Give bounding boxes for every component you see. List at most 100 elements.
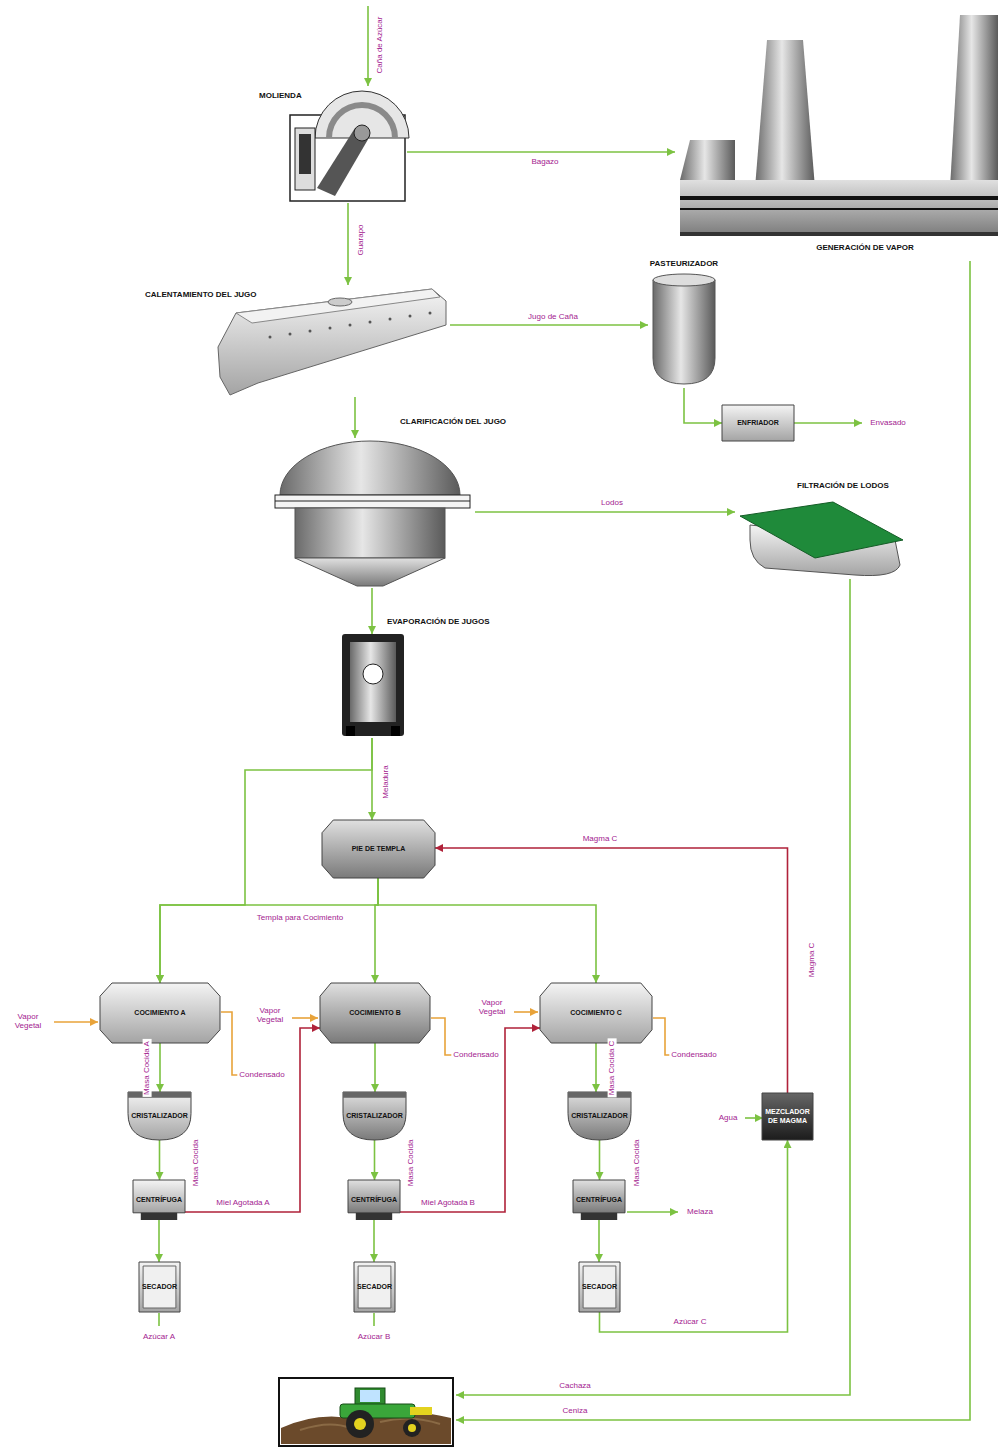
stream-label: Masa Cocida C <box>608 1039 617 1098</box>
mill-machine: MOLIENDA <box>255 88 407 203</box>
stream-label: Vapor Vegetal <box>248 1007 292 1025</box>
stream-label: Magma C <box>581 835 620 844</box>
stream-label: Condensado <box>451 1051 500 1060</box>
process-stream <box>407 151 675 153</box>
mill-machine-shape <box>255 88 407 203</box>
mud-filter: FILTRACIÓN DE LODOS <box>735 480 910 578</box>
process-stream <box>374 1140 376 1180</box>
cooler-box: ENFRIADOR <box>722 405 794 441</box>
node-heading: CALENTAMIENTO DEL JUGO <box>145 291 257 300</box>
field-tractor <box>279 1378 453 1446</box>
node-label: CRISTALIZADOR <box>571 1112 628 1120</box>
dryer: SECADOR <box>139 1262 180 1312</box>
stream-label: Miel Agotada B <box>419 1199 477 1208</box>
stream-label: Agua <box>717 1114 740 1123</box>
stream-label: Masa Cocida <box>192 1138 201 1189</box>
node-label: CENTRÍFUGA <box>576 1196 622 1204</box>
node-heading: GENERACIÓN DE VAPOR <box>816 244 914 253</box>
process-stream <box>374 1043 376 1092</box>
stream-label: Azúcar A <box>141 1333 177 1342</box>
process-stream <box>159 1043 161 1092</box>
stream-label: Masa Cocida <box>407 1138 416 1189</box>
mud-filter-shape <box>735 480 910 578</box>
process-stream <box>159 1140 161 1180</box>
node-label: COCIMIENTO B <box>349 1009 401 1017</box>
process-stream <box>354 397 356 438</box>
stream-label: Azúcar C <box>672 1318 709 1327</box>
stream-label: Meladura <box>382 763 391 800</box>
node-label: COCIMIENTO C <box>570 1009 622 1017</box>
stream-label: Melaza <box>685 1208 715 1217</box>
stream-label: Condensado <box>669 1051 718 1060</box>
juice-heater: CALENTAMIENTO DEL JUGO <box>140 285 450 397</box>
recycle-stream <box>400 1028 540 1212</box>
recycle-stream <box>185 1028 320 1212</box>
process-stream <box>378 878 596 983</box>
node-label: CENTRÍFUGA <box>136 1196 182 1204</box>
node-label: CRISTALIZADOR <box>346 1112 403 1120</box>
node-label: SECADOR <box>142 1283 177 1291</box>
stream-label: Ceniza <box>561 1407 590 1416</box>
node-heading: FILTRACIÓN DE LODOS <box>797 482 889 491</box>
node-label: CENTRÍFUGA <box>351 1196 397 1204</box>
clarifier-tank: CLARIFICACIÓN DEL JUGO <box>275 438 475 588</box>
node-label: COCIMIENTO A <box>134 1009 185 1017</box>
node-label: PIE DE TEMPLA <box>352 845 406 853</box>
stream-label: Vapor Vegetal <box>470 999 514 1017</box>
process-stream <box>373 1220 375 1262</box>
seed-pan: PIE DE TEMPLA <box>322 820 435 878</box>
vacuum-pan: COCIMIENTO A <box>100 983 220 1043</box>
juice-heater-shape <box>140 285 450 397</box>
crystallizer: CRISTALIZADOR <box>128 1092 191 1140</box>
stream-label: Jugo de Caña <box>526 313 580 322</box>
node-heading: CLARIFICACIÓN DEL JUGO <box>400 418 506 427</box>
node-label: SECADOR <box>357 1283 392 1291</box>
pasteurizer-tank-shape <box>648 258 720 388</box>
process-stream <box>598 1220 600 1262</box>
node-label: ENFRIADOR <box>737 419 779 427</box>
stream-label: Cachaza <box>557 1382 593 1391</box>
node-heading: MOLIENDA <box>259 92 302 101</box>
magma-mixer: MEZCLADOR DE MAGMA <box>762 1093 813 1140</box>
process-stream <box>595 1043 597 1092</box>
centrifuge: CENTRÍFUGA <box>133 1180 185 1220</box>
node-label: SECADOR <box>582 1283 617 1291</box>
stream-label: Lodos <box>599 499 625 508</box>
process-stream <box>347 203 349 285</box>
clarifier-tank-shape <box>275 438 475 588</box>
stream-label: Guarapo <box>357 222 366 257</box>
boiler-plant: GENERACIÓN DE VAPOR <box>675 10 998 260</box>
node-heading: PASTEURIZADOR <box>650 260 718 269</box>
evaporator-shape <box>340 634 406 738</box>
process-stream <box>450 324 648 326</box>
process-stream <box>599 1140 601 1180</box>
dryer: SECADOR <box>354 1262 395 1312</box>
stream-label: Bagazo <box>529 158 560 167</box>
process-stream <box>600 1140 788 1332</box>
stream-label: Caña de Azúcar <box>376 15 385 76</box>
stream-label: Magma C <box>808 941 817 980</box>
pasteurizer-tank: PASTEURIZADOR <box>648 258 720 388</box>
evaporator: EVAPORACIÓN DE JUGOS <box>340 634 406 738</box>
stream-label: Azúcar B <box>356 1333 392 1342</box>
node-heading: EVAPORACIÓN DE JUGOS <box>387 618 490 627</box>
centrifuge: CENTRÍFUGA <box>348 1180 400 1220</box>
process-stream <box>371 588 373 634</box>
stream-label: Envasado <box>868 419 908 428</box>
stream-label: Masa Cocida <box>633 1138 642 1189</box>
node-label: CRISTALIZADOR <box>131 1112 188 1120</box>
process-stream <box>160 878 378 983</box>
stream-label: Condensado <box>237 1071 286 1080</box>
dryer: SECADOR <box>579 1262 620 1312</box>
process-stream <box>475 511 735 513</box>
stream-label: Masa Cocida A <box>143 1039 152 1097</box>
crystallizer: CRISTALIZADOR <box>568 1092 631 1140</box>
process-stream <box>158 1220 160 1262</box>
crystallizer: CRISTALIZADOR <box>343 1092 406 1140</box>
node-label: MEZCLADOR DE MAGMA <box>765 1108 810 1124</box>
process-stream <box>684 388 722 423</box>
stream-label: Vapor Vegetal <box>4 1013 52 1031</box>
centrifuge: CENTRÍFUGA <box>573 1180 625 1220</box>
stream-label: Templa para Cocimiento <box>255 914 345 923</box>
